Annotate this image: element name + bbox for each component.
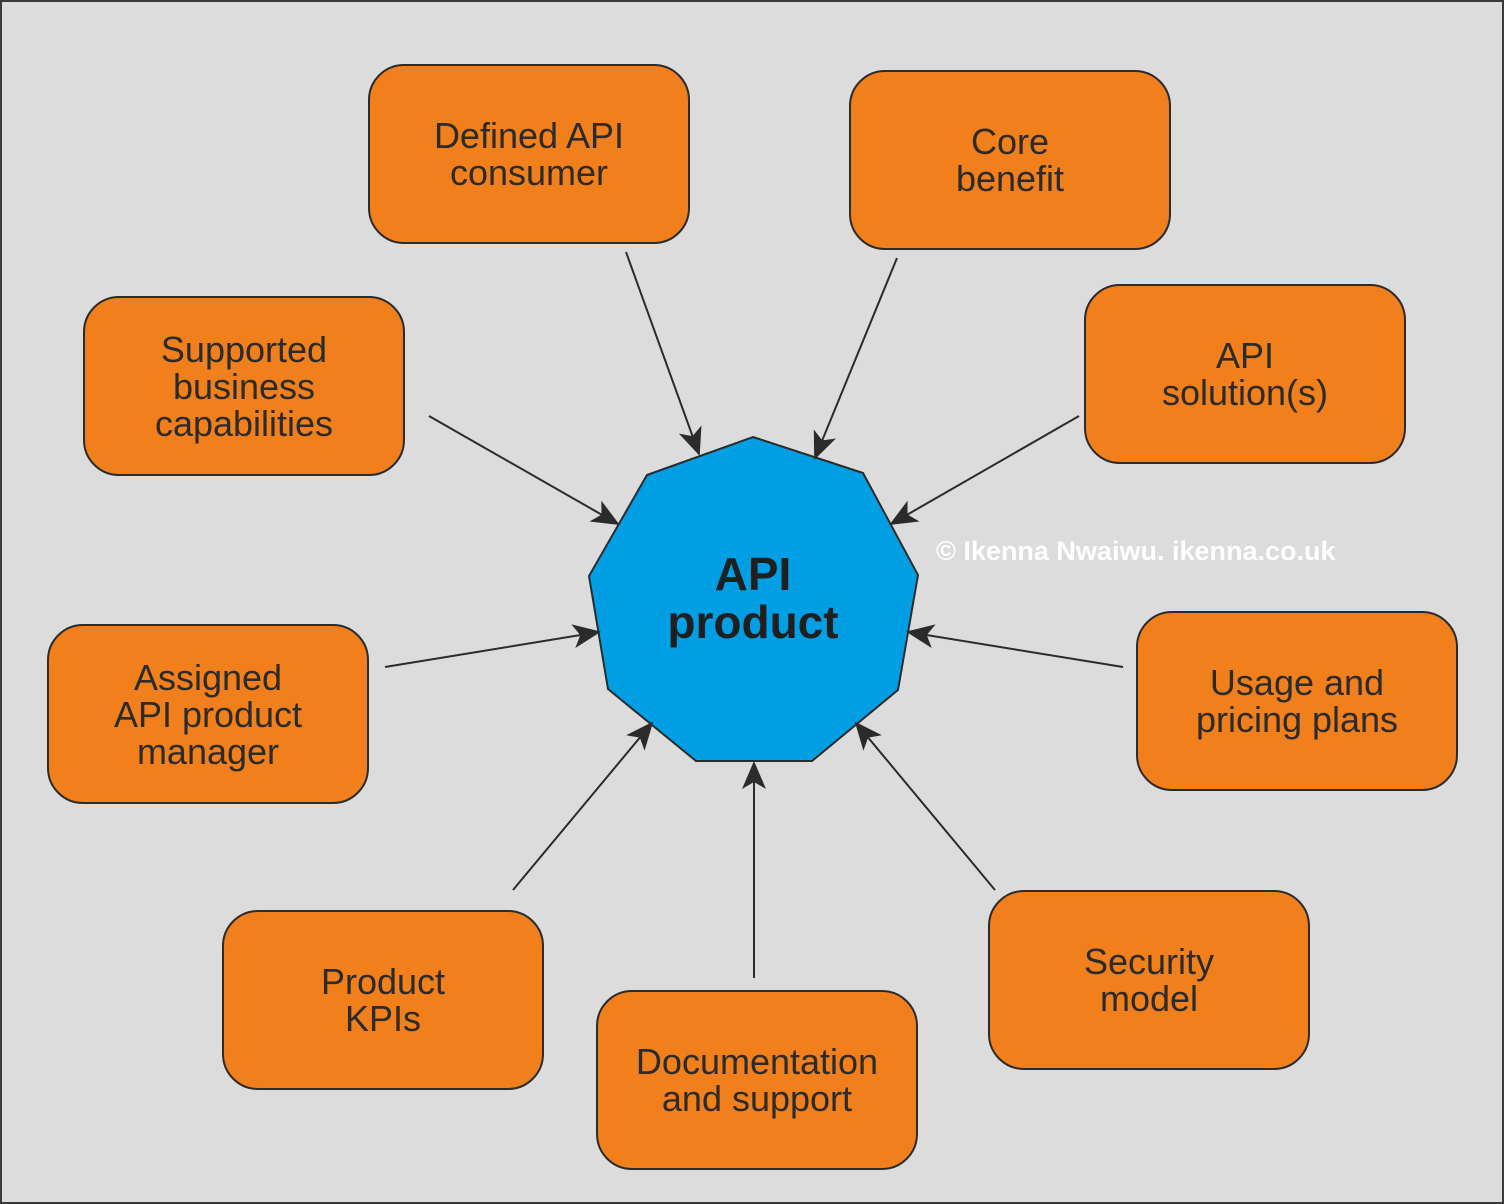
- arrow-product-kpis: [512, 721, 654, 891]
- node-core-benefit: Core benefit: [849, 70, 1171, 250]
- arrow-assigned-api-product-manager: [384, 624, 601, 668]
- node-supported-business-capabilities: Supported business capabilities: [83, 296, 405, 476]
- node-label-line: Product: [320, 961, 446, 1002]
- node-label-line: manager: [136, 730, 280, 772]
- arrow-core-benefit: [813, 257, 898, 460]
- node-defined-api-consumer: Defined API consumer: [368, 64, 690, 244]
- node-label-line: pricing plans: [1195, 699, 1399, 740]
- node-label-line: capabilities: [154, 402, 334, 444]
- node-label-line: Usage and: [1209, 662, 1385, 703]
- node-label-line: API: [1215, 335, 1275, 376]
- node-label-line: KPIs: [344, 998, 421, 1039]
- node-product-kpis: Product KPIs: [222, 910, 544, 1090]
- node-assigned-api-product-manager: Assigned API product manager: [47, 624, 369, 804]
- node-label-line: Assigned: [133, 656, 283, 698]
- node-label-line: model: [1099, 978, 1199, 1019]
- node-documentation-and-support: Documentation and support: [596, 990, 918, 1170]
- node-label-line: Security: [1083, 941, 1215, 982]
- node-label-line: Core: [970, 121, 1050, 162]
- node-label-line: Documentation: [635, 1041, 879, 1082]
- node-label-line: solution(s): [1161, 372, 1329, 413]
- node-label-line: Defined API: [433, 115, 625, 156]
- hub-label-line: API: [714, 548, 792, 600]
- node-label-line: and support: [661, 1078, 853, 1119]
- arrow-supported-business-capabilities: [428, 415, 620, 525]
- arrow-defined-api-consumer: [625, 251, 702, 456]
- node-api-solutions: API solution(s): [1084, 284, 1406, 464]
- copyright-notice: © Ikenna Nwaiwu. ikenna.co.uk: [936, 536, 1336, 566]
- arrow-usage-and-pricing-plans: [906, 624, 1124, 668]
- node-label-line: Supported: [160, 328, 328, 370]
- hub-label-line: product: [667, 596, 839, 648]
- node-usage-and-pricing-plans: Usage and pricing plans: [1136, 611, 1458, 791]
- node-label-line: benefit: [955, 158, 1065, 199]
- node-label-line: API product: [113, 693, 303, 735]
- node-label-line: consumer: [449, 152, 609, 193]
- node-security-model: Security model: [988, 890, 1310, 1070]
- node-label-line: business: [172, 365, 316, 407]
- arrow-api-solutions: [889, 415, 1080, 525]
- arrow-security-model: [854, 721, 996, 891]
- hub-label: API product: [602, 550, 904, 646]
